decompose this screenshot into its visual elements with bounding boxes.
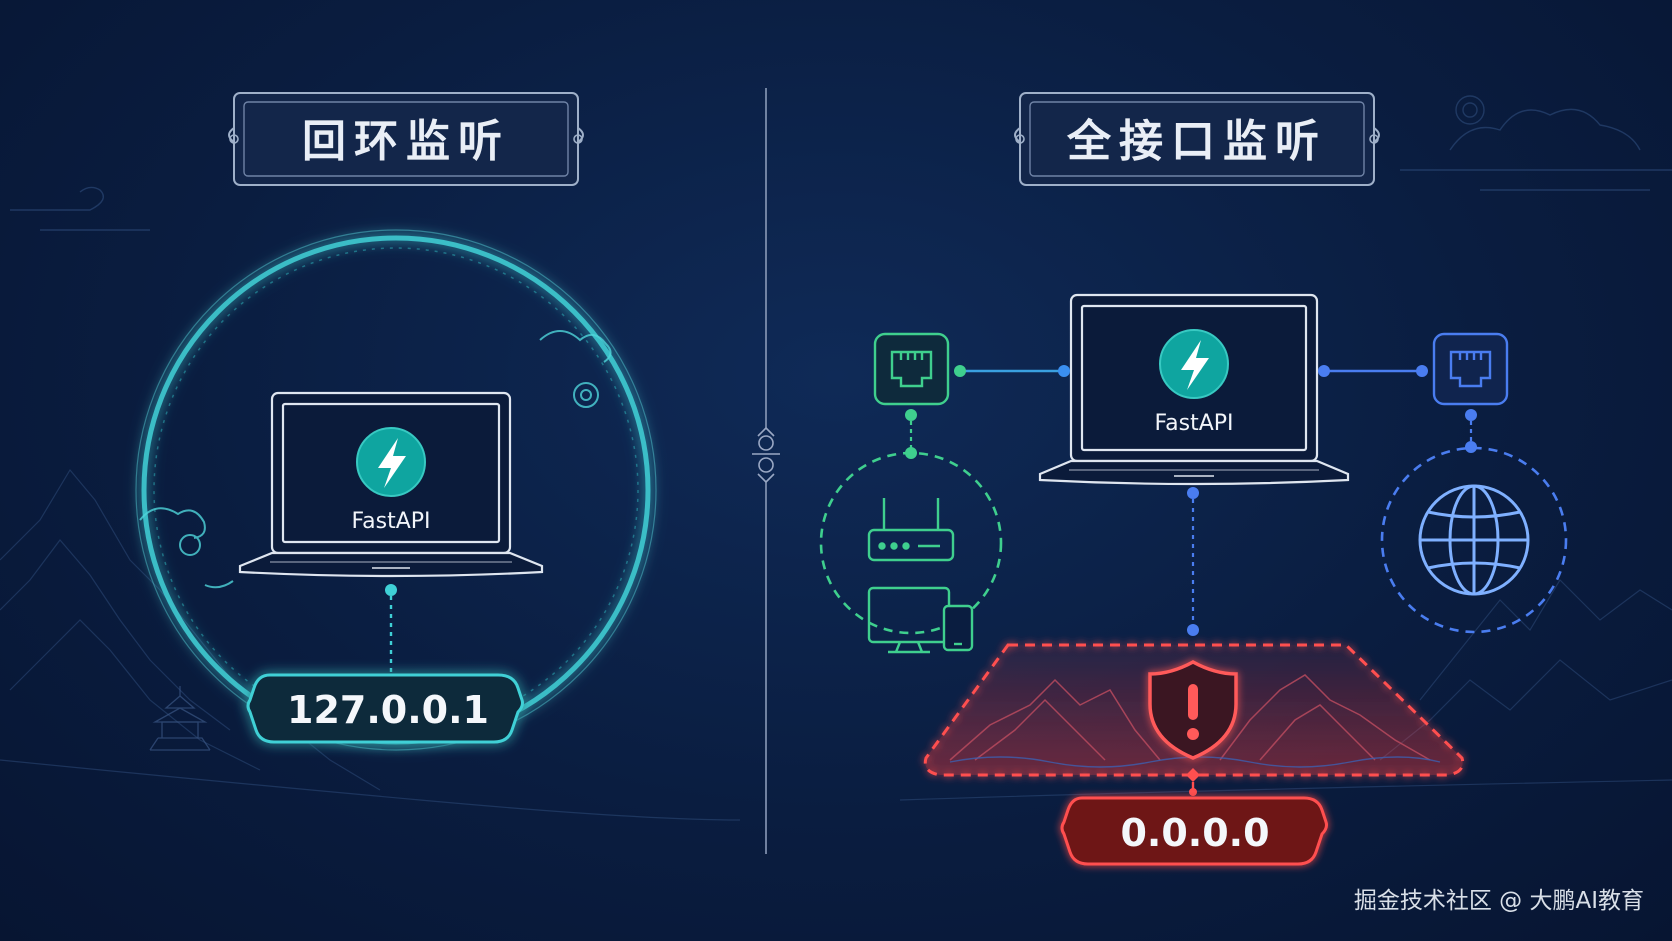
right-title-plaque: 全接口监听 bbox=[1014, 92, 1380, 186]
left-title-plaque: 回环监听 bbox=[228, 92, 584, 186]
watermark-text: 掘金技术社区 @ 大鹏AI教育 bbox=[1354, 888, 1644, 914]
devices-icon bbox=[867, 586, 974, 654]
internet-zone-circle bbox=[1380, 446, 1568, 634]
right-fastapi-label: FastAPI bbox=[1154, 411, 1233, 436]
center-divider bbox=[752, 88, 780, 854]
right-title: 全接口监听 bbox=[1066, 116, 1327, 167]
pagoda-decoration bbox=[149, 686, 211, 751]
left-title: 回环监听 bbox=[302, 116, 510, 167]
left-connector bbox=[385, 584, 397, 672]
internet-link bbox=[1318, 365, 1428, 377]
lan-link bbox=[954, 365, 1070, 377]
all-interfaces-address-badge: 0.0.0.0 bbox=[1060, 796, 1328, 866]
left-fastapi-label: FastAPI bbox=[351, 509, 430, 534]
lan-connector bbox=[905, 409, 917, 459]
lan-ethernet-port-icon bbox=[873, 332, 950, 406]
globe-icon bbox=[1418, 484, 1530, 596]
shield-warning-icon bbox=[1148, 660, 1238, 760]
loopback-address-badge: 127.0.0.1 bbox=[246, 673, 524, 744]
danger-connector bbox=[1186, 768, 1200, 796]
internet-ethernet-port-icon bbox=[1432, 332, 1509, 406]
right-panel: 全接口监听 FastAPI bbox=[819, 92, 1568, 866]
loopback-address: 127.0.0.1 bbox=[287, 688, 489, 732]
all-interfaces-address: 0.0.0.0 bbox=[1120, 811, 1269, 855]
left-fastapi-logo-icon bbox=[356, 427, 426, 497]
internet-connector bbox=[1465, 409, 1477, 453]
ring-cloud-decoration bbox=[139, 330, 612, 589]
background-clouds bbox=[10, 95, 1672, 231]
zone-mountains bbox=[949, 674, 1431, 761]
center-down-connector bbox=[1187, 487, 1199, 636]
right-fastapi-logo-icon bbox=[1159, 329, 1229, 399]
router-icon bbox=[867, 498, 955, 562]
lan-zone-circle bbox=[819, 451, 1003, 635]
left-panel: 回环监听 FastAPI bbox=[135, 92, 657, 751]
